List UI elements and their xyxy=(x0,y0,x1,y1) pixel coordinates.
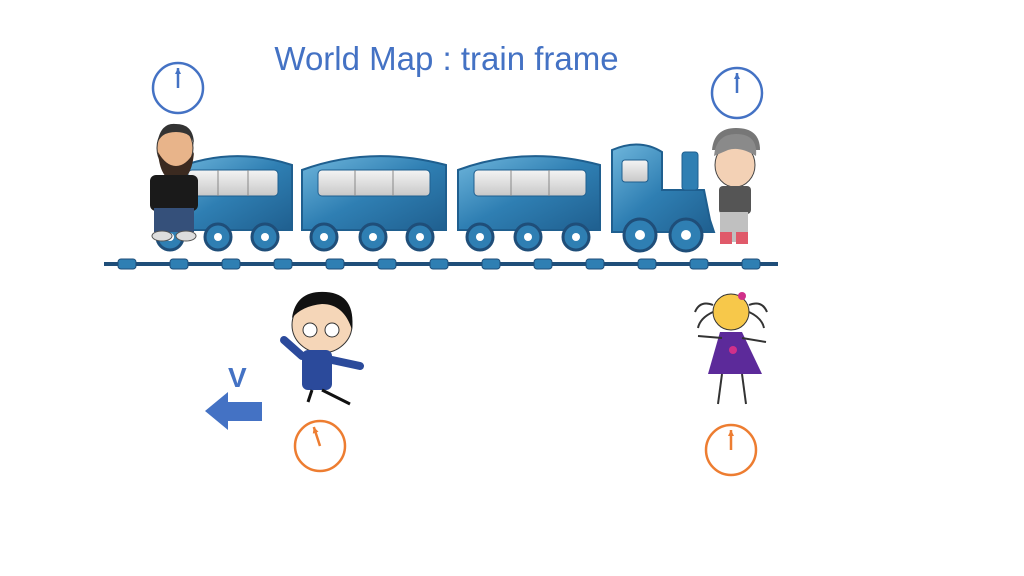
left-arrow-icon xyxy=(205,392,262,430)
rail-track xyxy=(104,258,778,270)
page-title: World Map : train frame xyxy=(274,40,619,77)
train-clock-right xyxy=(710,66,764,120)
train-car-2 xyxy=(301,155,447,231)
train-clock-left xyxy=(151,61,205,115)
train-car-1 xyxy=(171,155,293,231)
train-locomotive xyxy=(611,143,716,233)
ground-clock-right xyxy=(704,423,758,477)
ground-clock-left xyxy=(293,419,347,473)
dark-haired-boy-figure xyxy=(280,291,364,406)
train-car-3 xyxy=(457,155,601,231)
bearded-man-figure xyxy=(150,123,198,242)
girl-figure xyxy=(694,292,768,405)
grey-haired-boy-figure xyxy=(712,128,760,244)
velocity-label: V xyxy=(228,362,247,393)
train xyxy=(155,143,716,253)
